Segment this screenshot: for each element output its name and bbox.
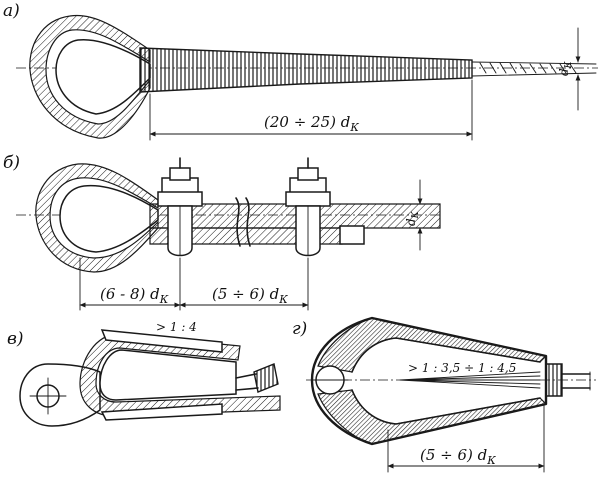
figure-b-break [235,197,251,247]
figure-a-eye [55,38,151,115]
figure-v-label: в) [7,329,24,349]
figure-a-rope-dim: dК [557,60,574,76]
figure-v-rope-wrap [253,363,279,393]
figure-b-tail-end [339,225,365,245]
figure-a-dimension: (20 ÷ 25) dК [264,113,359,134]
figure-b-eye [59,184,159,253]
figure-v-ratio: > 1 : 4 [156,320,197,334]
figure-g-ratio: > 1 : 3,5 ÷ 1 : 4,5 [408,361,516,375]
figure-g-socket [351,337,541,425]
figure-g-rope-wrap [545,363,563,397]
figure-b-label: б) [3,153,20,173]
figure-g-wires [399,371,541,389]
figure-g-cone-outline [310,316,548,446]
figure-b-main-rope [149,203,441,229]
figure-g-label: г) [292,319,307,339]
figure-v-wedge-bottom [100,403,223,421]
figure-v-thimble [79,333,281,417]
figure-b-dim-left: (6 - 8) dК [100,285,169,306]
figure-g-dimension: (5 ÷ 6) dК [420,446,496,467]
figure-b-dim-right: (5 ÷ 6) dК [212,285,288,306]
figure-g: г) > 1 : 3,5 ÷ 1 : 4,5 (5 ÷ 6) dК [292,316,596,473]
figure-a-label: а) [3,1,20,21]
figure-a: а) dК (20 ÷ 25) dК [3,1,598,141]
figure-b-rope-dim: dК [404,210,421,226]
figure-b-clamp-1 [157,157,203,257]
figure-b: б) [3,153,441,311]
figure-v: в) > 1 : 4 [7,320,281,427]
figure-b-clamp-2 [285,157,331,257]
figure-v-wedge-top [100,329,223,353]
figure-v-core [99,349,237,401]
figure-a-rope [471,61,597,77]
figure-a-splice-wrap [139,47,473,93]
